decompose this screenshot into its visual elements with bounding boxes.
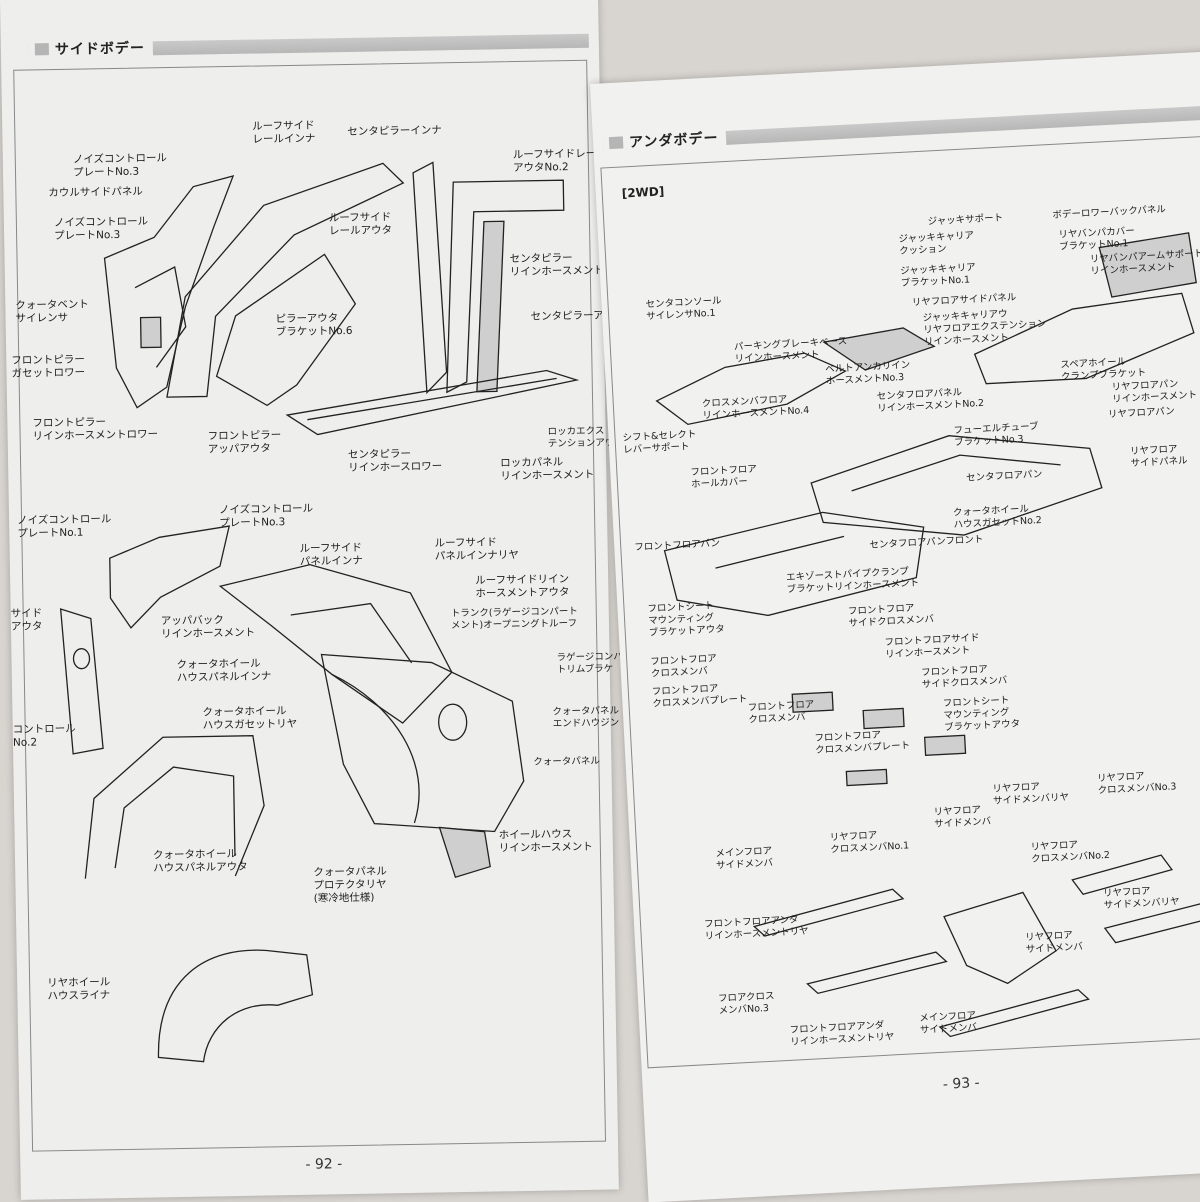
label-front-floor-side-cross-member-b: フロントフロア サイドクロスメンバ (920, 663, 1008, 691)
drive-type-subheading: [2WD] (621, 184, 665, 201)
label-rocker-extension-outer: ロッカエクス テンションアウ (547, 425, 615, 450)
label-luggage-trim-bracket: ラゲージコンパ トリムブラケ (556, 651, 623, 676)
label-roof-side-rail-inner: ルーフサイド レールインナ (252, 119, 316, 146)
label-roof-side-rail-outer: ルーフサイド レールアウタ (328, 211, 393, 238)
rocker-panel-drawing (285, 369, 580, 436)
label-quarter-vent-silencer: クォータベント サイレンサ (15, 298, 89, 325)
label-quarter-wheel-gusset-2: クォータホイール ハウスガセットNo.2 (952, 503, 1043, 531)
label-rear-floor-side-member-rear-a: リヤフロア サイドメンバリヤ (992, 781, 1070, 807)
label-noise-control-plate-3b: ノイズコントロール プレートNo.3 (53, 215, 149, 243)
rear-floor-pan-drawing (973, 232, 1197, 385)
label-side-outer: サイド アウタ (10, 607, 43, 633)
label-rear-wheel-house-liner: リヤホイール ハウスライナ (47, 976, 111, 1003)
quarter-panel-drawing (320, 653, 525, 833)
label-floor-cross-member-3: フロアクロス メンバNo.3 (717, 990, 775, 1017)
label-front-floor-hole-cover: フロントフロア ホールカバー (690, 463, 758, 491)
label-quarter-wheel-house-outer: クォータホイール ハウスパネルアウタ (152, 847, 248, 875)
label-noise-control-plate-1: ノイズコントロール プレートNo.1 (16, 513, 112, 540)
center-floor-pan-drawing (810, 435, 1103, 536)
center-console-area-drawing (655, 327, 936, 426)
label-main-floor-side-member-a: メインフロア サイドメンバ (715, 845, 774, 872)
label-noise-control-plate-3a: ノイズコントロール プレートNo.3 (72, 152, 168, 179)
label-rear-floor-side-member-rear-b: リヤフロア サイドメンバリヤ (1102, 885, 1180, 912)
label-front-floor-cross-plate-a: フロントフロア クロスメンバプレート (651, 683, 748, 710)
roof-side-panel-drawing (218, 564, 453, 724)
left-page-number: - 92 - (305, 1156, 343, 1173)
label-front-floor-cross-member-b: フロントフロア クロスメンバ (747, 699, 815, 726)
label-jack-carrier-cushion: ジャッキキャリア クッション (898, 230, 975, 258)
wheelhouse-reinforcement-drawing (438, 826, 491, 878)
label-noise-control-plate-2: コントロール No.2 (12, 722, 76, 749)
rear-wheel-liner-drawing (157, 949, 314, 1063)
side-outer-drawing (59, 608, 104, 755)
label-spare-wheel-clamp-bracket: スペアホイール クランプブラケット (1060, 356, 1147, 383)
label-cowl-side-panel: カウルサイドパネル (48, 185, 143, 200)
label-center-console-silencer: センタコンソール サイレンサNo.1 (645, 295, 722, 323)
label-front-seat-mount-bracket-outer-b: フロントシート マウンティング ブラケットアウタ (942, 694, 1021, 734)
left-section-title: サイドボデー (28, 37, 154, 60)
label-quarter-panel-protector: クォータパネル プロテクタリヤ (寒冷地仕様) (313, 865, 387, 905)
label-rear-floor-pan-reinf: リヤフロアパン リインホースメント (1111, 378, 1198, 406)
label-rear-bumper-cover-bracket-1: リヤバンパカバー ブラケットNo.1 (1058, 225, 1136, 253)
label-upper-back-reinforcement: アッパバック リインホースメント (160, 614, 256, 641)
upper-back-drawing (109, 525, 231, 629)
label-rear-floor-side-panel-b: リヤフロア サイドパネル (1129, 443, 1188, 470)
rear-floor-members-drawing (752, 854, 1200, 1038)
front-cross-members-drawing (791, 691, 967, 787)
cowl-side-panel-drawing (103, 175, 235, 409)
label-fuel-tube-bracket-3: フューエルチューブ ブラケットNo.3 (953, 421, 1039, 449)
label-front-floor-side-cross-member-a: フロントフロア サイドクロスメンバ (847, 602, 935, 630)
label-main-floor-side-member-b: メインフロア サイドメンバ (919, 1010, 978, 1037)
label-center-pillar-reinf-lower: センタピラー リインホースロワー (347, 447, 443, 474)
label-jack-carrier-bracket-1: ジャッキキャリア ブラケットNo.1 (899, 262, 976, 289)
label-rear-floor-extension-reinf: ジャッキキャリアウ リヤフロアエクステンション リインホースメント (922, 308, 1047, 348)
label-trunk-opening-trough: トランク(ラゲージコンパート メント)オープニングトルーフ (450, 606, 578, 632)
right-section-title: アンダボデー (602, 126, 727, 154)
label-rear-floor-cross-member-3: リヤフロア クロスメンバNo.3 (1096, 770, 1177, 797)
label-front-pillar-gusset-lower: フロントピラー ガセットロワー (11, 353, 86, 380)
label-quarter-panel: クォータパネル (533, 755, 600, 768)
left-section-header: サイドボデー (28, 28, 589, 62)
left-page: サイドボデー ル (0, 0, 619, 1200)
label-center-pillar-reinforcement: センタピラー リインホースメント (509, 252, 604, 279)
front-floor-pan-drawing (663, 511, 925, 617)
label-front-seat-mount-bracket-outer-a: フロントシート マウンティング ブラケットアウタ (647, 600, 726, 639)
label-rear-floor-side-member-a: リヤフロア サイドメンバ (933, 804, 992, 830)
label-front-pillar-reinf-lower: フロントピラー リインホースメントロワー (32, 416, 159, 443)
label-rear-floor-cross-member-1: リヤフロア クロスメンバNo.1 (829, 830, 910, 856)
front-pillar-drawing (166, 162, 405, 407)
label-belt-anchor-reinf-3: ベルトアンカリイン ホースメントNo.3 (824, 359, 911, 388)
right-page-number: - 93 - (942, 1074, 981, 1093)
label-roof-side-panel-inner-rear: ルーフサイド パネルインナリヤ (434, 536, 519, 563)
label-front-floor-cross-plate-b: フロントフロア クロスメンバプレート (814, 729, 911, 757)
label-pillar-outer-bracket-6: ピラーアウタ ブラケットNo.6 (275, 312, 353, 339)
label-front-floor-cross-member-a: フロントフロア クロスメンバ (650, 653, 718, 680)
center-pillar-drawing (412, 161, 565, 395)
label-center-pillar-inner: センタピラーインナ (347, 124, 442, 138)
label-quarter-panel-end-housing: クォータパネル エンドハウジン (552, 705, 620, 730)
label-rear-floor-cross-member-2: リヤフロア クロスメンバNo.2 (1030, 839, 1111, 865)
label-rocker-panel-reinforcement: ロッカパネル リインホースメント (500, 456, 595, 483)
quarter-wheel-house-drawing (84, 735, 265, 879)
label-quarter-wheel-house-inner: クォータホイール ハウスパネルインナ (176, 657, 272, 685)
label-rear-floor-side-member-b: リヤフロア サイドメンバ (1024, 929, 1084, 956)
label-wheelhouse-reinforcement: ホイールハウス リインホースメント (498, 828, 593, 855)
label-front-floor-side-reinf: フロントフロアサイド リインホースメント (884, 632, 980, 661)
label-roof-side-reinf-outer: ルーフサイドリイン ホースメントアウタ (475, 573, 570, 600)
right-page: アンダボデー [2WD] ジャッキサポート ジャッキキャリア クッション ボデー… (590, 51, 1200, 1202)
label-shift-select-lever-support: シフト&セレクト レバーサポート (622, 428, 697, 456)
label-noise-control-plate-3c: ノイズコントロール プレートNo.3 (218, 502, 314, 530)
label-quarter-wheel-gusset-rear: クォータホイール ハウスガセットリヤ (202, 705, 298, 732)
label-roof-side-panel-inner: ルーフサイド パネルインナ (299, 541, 363, 568)
label-front-pillar-upper-outer: フロントピラー アッパアウタ (207, 429, 282, 456)
